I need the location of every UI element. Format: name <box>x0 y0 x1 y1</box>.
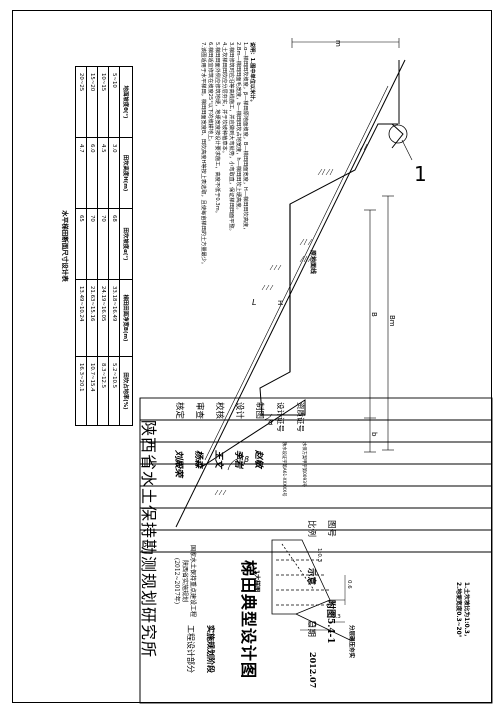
note-line-7: 7.该图适用于水平梯田，梯田田面宽度B、田坎高度H等按上表选取，且使每亩梯田的土… <box>200 42 206 268</box>
bank-detail-outline <box>378 123 404 149</box>
spec-header-4: 梯田田面净宽B(m) <box>119 279 133 357</box>
spec-cell: 70 <box>97 208 109 280</box>
spec-cell: 21.63~15.16 <box>86 279 98 357</box>
spec-header-3: 田坎坡度α(°) <box>119 208 133 280</box>
detail-notes: 1.土坎坡比为1:0.3， 2.地埂宽度0.3~20° <box>454 582 470 640</box>
gross-width-label: Bm <box>388 315 396 327</box>
spec-cell: 8.3~12.5 <box>97 356 109 426</box>
role-approve: 核定 <box>174 402 184 420</box>
spec-header-5: 田坎占地率(%) <box>119 356 133 426</box>
sign-approve: 刘殿荣 <box>173 450 183 478</box>
drawing-title: 梯田典型设计图 <box>239 560 258 680</box>
detail-ground-line: 分层碾压夯实 <box>348 625 354 659</box>
ground-line-label: 原地面线 <box>309 250 316 275</box>
detail-callout-circle <box>388 124 408 144</box>
role-review: 审查 <box>194 402 204 420</box>
sign-review: 杨森 <box>193 450 203 469</box>
spec-cell: 10.7~15.4 <box>86 356 98 426</box>
spec-cell: 33.18~16.49 <box>108 279 120 357</box>
spec-cell: 3.0 <box>108 137 120 209</box>
detail-note-1: 1.土坎坡比为1:0.3， <box>463 582 469 640</box>
spec-cell: 65 <box>75 208 87 280</box>
detail-note-2: 2.地埂宽度0.3~20° <box>455 582 461 638</box>
sign-check: 王文 <box>213 450 223 469</box>
note-line-5: 5.梯田田面外侧应修筑地埂，地埂宽度按设计要求施工，高度不低于0.3m。 <box>214 42 220 216</box>
spec-table: 地面坡度θ(°) 田坎高度H(m) 田坎坡度α(°) 梯田田面净宽B(m) 田坎… <box>61 66 133 426</box>
role-design-cert: 设计证号 <box>276 402 285 432</box>
table-row: 10~15 4.5 70 24.19~16.05 8.3~12.5 <box>97 66 109 426</box>
table-row: 5~10 3.0 68 33.18~16.49 5.2~10.5 <box>108 66 120 426</box>
riser-height-label: H <box>276 300 284 306</box>
project-name: 国家水土保持重点建设工程 陕西省实施规划 (2012~2017年) <box>173 545 196 618</box>
title-block-grid <box>139 397 493 704</box>
design-stage: 实施规划阶段 <box>206 625 216 673</box>
notes-block: 说明：1.图中单位以米计。 1.α—梯田田坎坡度，β—梯田原地面坡度，B—梯田田… <box>199 42 255 267</box>
spec-cell: 6.0 <box>86 137 98 209</box>
beta-label: β <box>244 455 250 464</box>
role-design: 设计 <box>234 402 244 420</box>
spec-cell: 5~10 <box>108 66 120 138</box>
terrace-profile <box>199 123 398 469</box>
date-value: 2012.07 <box>308 652 318 689</box>
spec-table-title: 水平梯田断面尺寸设计表 <box>61 210 69 282</box>
note-line-6: 6.梯田适宜修筑在坡度25°以下的坡耕地上。 <box>207 42 213 145</box>
detail-slope-ratio: 1:0.3 <box>316 548 322 563</box>
spec-cell: 5.2~10.5 <box>108 356 120 426</box>
spec-cell: 70 <box>86 208 98 280</box>
detail-ref-label: 1 <box>414 162 427 186</box>
beta-angle-arc <box>227 457 241 471</box>
note-line-1: 1.α—梯田田坎坡度，β—梯田原地面坡度，B—梯田田面宽度，H—梯田田坎高度， <box>242 42 248 233</box>
spec-cell: 68 <box>108 208 120 280</box>
spec-cell: 10~15 <box>97 66 109 138</box>
detail-dim-base: 0.3 <box>308 622 317 628</box>
institute-name: 陕西省水土保持勘测规划研究所 <box>139 420 158 659</box>
role-qual-cert: 资质证号 <box>296 402 305 432</box>
spec-cell: 15~20 <box>86 66 98 138</box>
design-cert-value: 陕水设证字第A61-XXXXX号 <box>281 442 286 497</box>
top-dim-label: m <box>334 40 342 47</box>
qual-cert-value: 水保方案甲字第0093号 <box>301 442 306 488</box>
role-draft: 制图 <box>254 402 264 420</box>
sign-design: 李岩 <box>233 450 243 469</box>
drawing-sheet <box>12 10 492 703</box>
spec-cell: 24.19~16.05 <box>97 279 109 357</box>
sign-draft: 赵敏 <box>253 450 263 469</box>
drawing-no-value: 附图5.4-1 <box>325 600 335 644</box>
role-check: 校核 <box>214 402 224 420</box>
scale-value: 示意 <box>306 568 316 586</box>
scale-label: 比例 <box>306 520 316 538</box>
width-label: B <box>370 312 378 317</box>
slope-length-label: L <box>252 298 257 307</box>
alpha-label: α <box>268 418 274 427</box>
occupied-label: b <box>370 432 378 437</box>
spec-cell: 20~25 <box>75 66 87 138</box>
spec-cell: 13.49~10.24 <box>75 279 87 357</box>
date-label: 日期 <box>306 620 316 638</box>
grass-marks <box>214 143 368 496</box>
detail-dim-top: 0.6 <box>346 580 352 589</box>
detail-dim-side: 0.3 <box>332 614 341 620</box>
notes-title: 说明：1.图中单位以米计。 <box>249 42 255 105</box>
table-row: 20~25 4.7 65 13.49~10.24 16.3~20.1 <box>75 66 87 426</box>
spec-cell: 4.7 <box>75 137 87 209</box>
spec-cell: 4.5 <box>97 137 109 209</box>
design-department: 工程设计部分 <box>186 625 195 673</box>
drawing-no-label: 图号 <box>326 520 336 538</box>
note-line-4: 4.土坎梯田田坎应分层夯实，并于坎坡种植草本。 <box>221 42 227 156</box>
spec-header-2: 田坎高度H(m) <box>119 137 133 209</box>
spec-header-1: 地面坡度θ(°) <box>119 66 133 138</box>
table-row: 15~20 6.0 70 21.63~15.16 10.7~15.4 <box>86 66 98 426</box>
note-line-3: 3.梯田修筑时应沿等高线施工，并应做到大弯就势，小弯取直，保证梯田田面平整。 <box>228 42 234 234</box>
spec-cell: 16.3~20.1 <box>75 356 87 426</box>
note-line-2: 2.Bm—梯田田面毛宽度，b—梯田田坎占地宽度，h—梯田田坎上埂高度。 <box>235 42 241 213</box>
